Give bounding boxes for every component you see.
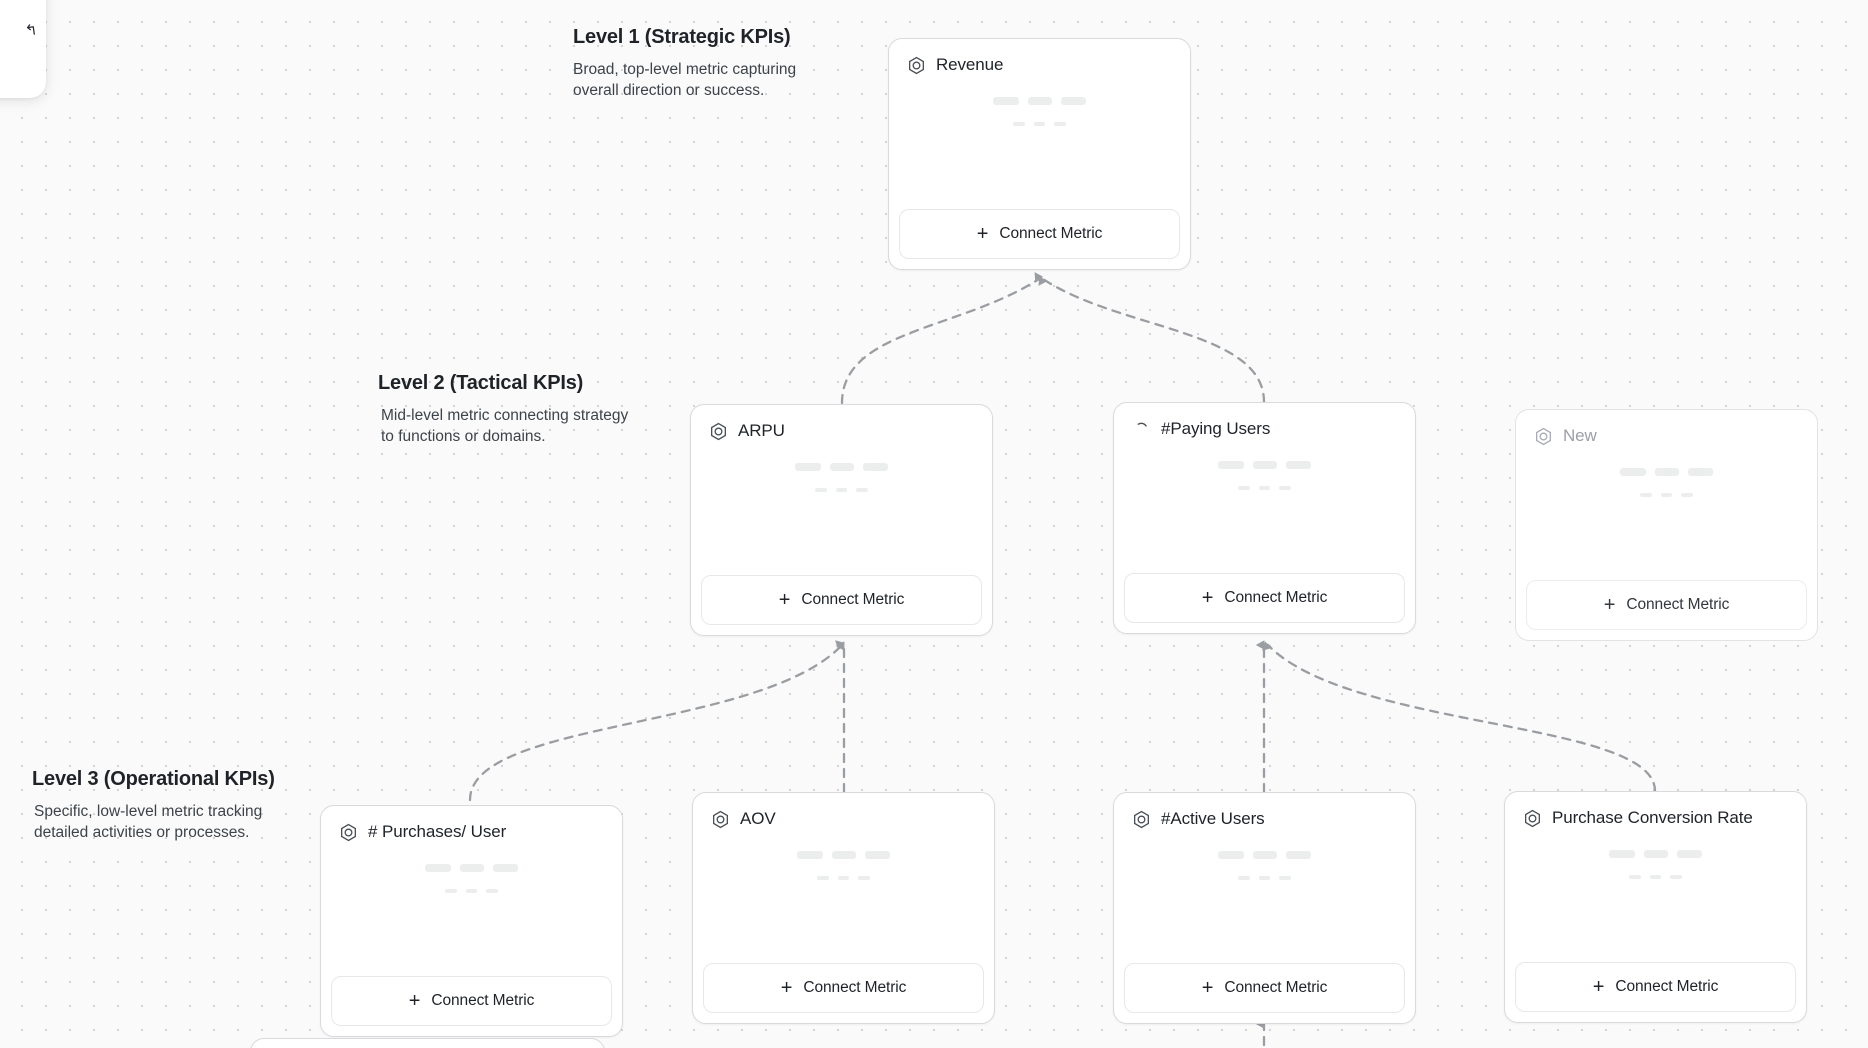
card-title: ARPU	[738, 421, 785, 440]
card-skeleton-body	[889, 75, 1190, 209]
skeleton-row-primary	[993, 97, 1086, 105]
edge-purchases-to-arpu	[468, 640, 845, 802]
hexagon-metric-icon	[907, 56, 926, 75]
hexagon-metric-icon	[1534, 427, 1553, 446]
card-skeleton-body	[1114, 829, 1415, 963]
hexagon-metric-icon	[1523, 809, 1542, 828]
canvas-corner-panel[interactable]: ↰	[0, 0, 46, 98]
connect-metric-label: Connect Metric	[801, 591, 905, 608]
plus-icon: +	[1201, 587, 1214, 609]
connect-metric-button[interactable]: + Connect Metric	[701, 575, 982, 625]
connect-metric-label: Connect Metric	[1224, 589, 1328, 606]
spinner-loading-icon	[1132, 420, 1151, 439]
metric-card-purchases-per-user[interactable]: # Purchases/ User + Connect Metric	[320, 805, 623, 1037]
connect-metric-button[interactable]: + Connect Metric	[899, 209, 1180, 259]
connect-metric-button[interactable]: + Connect Metric	[1124, 963, 1405, 1013]
plus-icon: +	[1592, 976, 1605, 998]
skeleton-row-secondary	[1629, 875, 1682, 879]
connect-metric-button[interactable]: + Connect Metric	[1515, 962, 1796, 1012]
connect-metric-button[interactable]: + Connect Metric	[1124, 573, 1405, 623]
connect-metric-label: Connect Metric	[803, 979, 907, 996]
skeleton-row-secondary	[1013, 122, 1066, 126]
card-header: New	[1516, 410, 1817, 446]
metric-card-new[interactable]: New + Connect Metric	[1515, 409, 1818, 641]
level-3-description: Specific, low-level metric tracking deta…	[34, 803, 263, 842]
card-header: AOV	[693, 793, 994, 829]
metric-card-offscreen-bottom[interactable]	[250, 1038, 605, 1048]
card-header: #Paying Users	[1114, 403, 1415, 439]
connect-metric-label: Connect Metric	[999, 225, 1103, 242]
connect-metric-label: Connect Metric	[1615, 978, 1719, 995]
metric-card-arpu[interactable]: ARPU + Connect Metric	[690, 404, 993, 636]
skeleton-row-primary	[797, 851, 890, 859]
card-skeleton-body	[1114, 439, 1415, 573]
metric-card-revenue[interactable]: Revenue + Connect Metric	[888, 38, 1191, 270]
card-header: #Active Users	[1114, 793, 1415, 829]
card-header: Purchase Conversion Rate	[1505, 792, 1806, 828]
skeleton-row-primary	[795, 463, 888, 471]
hexagon-metric-icon	[709, 422, 728, 441]
connect-metric-button[interactable]: + Connect Metric	[703, 963, 984, 1013]
skeleton-row-secondary	[1238, 876, 1291, 880]
card-skeleton-body	[1505, 828, 1806, 962]
card-title: # Purchases/ User	[368, 822, 507, 841]
hexagon-metric-icon	[339, 823, 358, 842]
connect-metric-button[interactable]: + Connect Metric	[1526, 580, 1807, 630]
edge-arpu-to-revenue	[840, 272, 1044, 405]
card-title: #Paying Users	[1161, 419, 1271, 438]
connect-metric-label: Connect Metric	[1224, 979, 1328, 996]
plus-icon: +	[778, 589, 791, 611]
plus-icon: +	[976, 223, 989, 245]
card-skeleton-body	[321, 842, 622, 976]
edge-paying-to-revenue	[1038, 276, 1266, 404]
edge-pcr-to-paying	[1262, 641, 1657, 793]
level-1-title: Level 1 (Strategic KPIs)	[573, 26, 791, 48]
metric-card-purchase-conversion-rate[interactable]: Purchase Conversion Rate + Connect Metri…	[1504, 791, 1807, 1023]
card-title: AOV	[740, 809, 776, 828]
card-title: New	[1563, 426, 1597, 445]
skeleton-row-secondary	[1238, 486, 1291, 490]
metric-card-active-users[interactable]: #Active Users + Connect Metric	[1113, 792, 1416, 1024]
skeleton-row-primary	[1218, 851, 1311, 859]
level-2-title: Level 2 (Tactical KPIs)	[378, 372, 584, 394]
metric-card-aov[interactable]: AOV + Connect Metric	[692, 792, 995, 1024]
connect-metric-label: Connect Metric	[1626, 596, 1730, 613]
skeleton-row-primary	[1620, 468, 1713, 476]
plus-icon: +	[1603, 594, 1616, 616]
level-3-title: Level 3 (Operational KPIs)	[32, 768, 275, 790]
level-1-description: Broad, top-level metric capturing overal…	[573, 61, 797, 100]
level-1-legend: Level 1 (Strategic KPIs) Broad, top-leve…	[573, 26, 823, 102]
plus-icon: +	[780, 977, 793, 999]
card-skeleton-body	[691, 441, 992, 575]
plus-icon: +	[1201, 977, 1214, 999]
skeleton-row-secondary	[1640, 493, 1693, 497]
card-title: #Active Users	[1161, 809, 1265, 828]
plus-icon: +	[408, 990, 421, 1012]
cursor-pointer-icon: ↰	[24, 20, 40, 40]
level-2-description: Mid-level metric connecting strategy to …	[381, 407, 629, 446]
card-header: # Purchases/ User	[321, 806, 622, 842]
hexagon-metric-icon	[711, 810, 730, 829]
card-skeleton-body	[693, 829, 994, 963]
card-title: Revenue	[936, 55, 1004, 74]
skeleton-row-primary	[1218, 461, 1311, 469]
level-2-legend: Level 2 (Tactical KPIs) Mid-level metric…	[378, 372, 631, 448]
card-skeleton-body	[1516, 446, 1817, 580]
connect-metric-label: Connect Metric	[431, 992, 535, 1009]
skeleton-row-primary	[1609, 850, 1702, 858]
card-header: Revenue	[889, 39, 1190, 75]
metric-card-paying-users[interactable]: #Paying Users + Connect Metric	[1113, 402, 1416, 634]
skeleton-row-secondary	[817, 876, 870, 880]
level-3-legend: Level 3 (Operational KPIs) Specific, low…	[32, 768, 284, 844]
connect-metric-button[interactable]: + Connect Metric	[331, 976, 612, 1026]
skeleton-row-primary	[425, 864, 518, 872]
hexagon-metric-icon	[1132, 810, 1151, 829]
skeleton-row-secondary	[445, 889, 498, 893]
card-title: Purchase Conversion Rate	[1552, 808, 1753, 827]
card-header: ARPU	[691, 405, 992, 441]
skeleton-row-secondary	[815, 488, 868, 492]
